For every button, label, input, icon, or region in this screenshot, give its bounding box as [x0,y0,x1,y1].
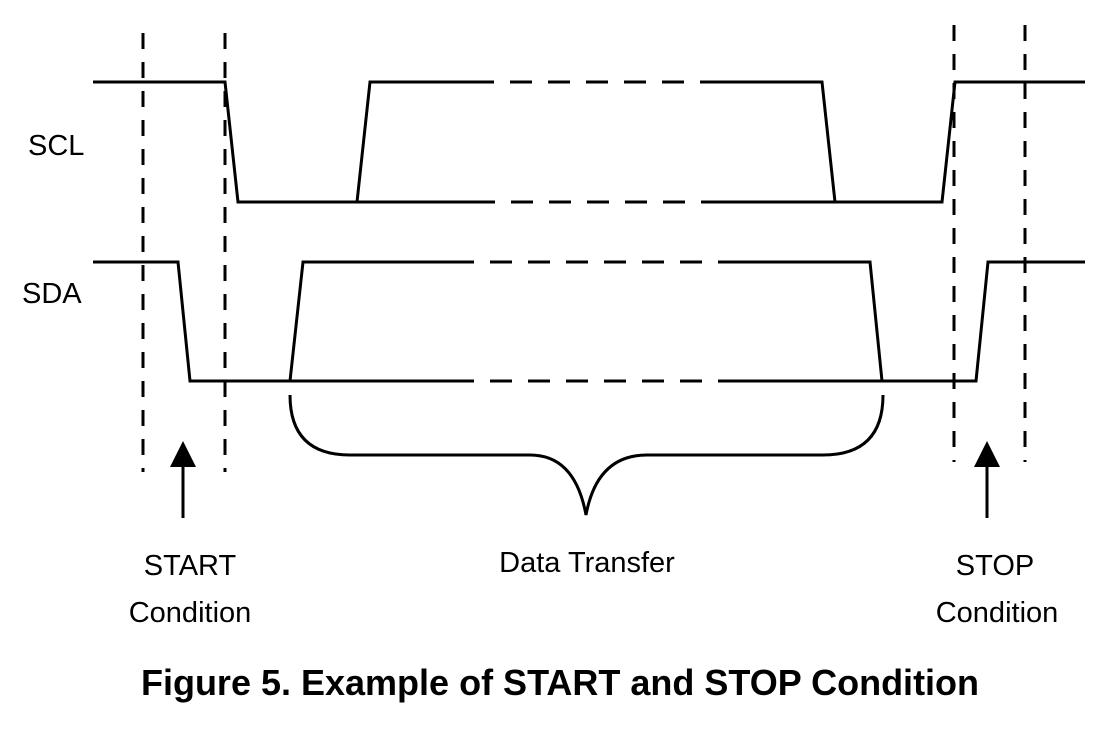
figure-caption: Figure 5. Example of START and STOP Cond… [140,662,980,703]
data-transfer-brace [288,394,885,516]
stop-label-line2: Condition [935,597,1059,629]
stop-arrow-icon [974,441,1000,467]
data-transfer-label: Data Transfer [499,547,675,579]
start-label-line2: Condition [128,597,252,629]
sda-label: SDA [22,278,82,310]
start-label-line1: START [143,550,237,582]
stop-label-line1: STOP [955,550,1035,582]
guide-lines [141,25,1027,472]
scl-waveform [93,80,1085,204]
start-arrow-icon [170,441,196,467]
scl-label: SCL [28,130,85,162]
sda-waveform [93,260,1085,383]
